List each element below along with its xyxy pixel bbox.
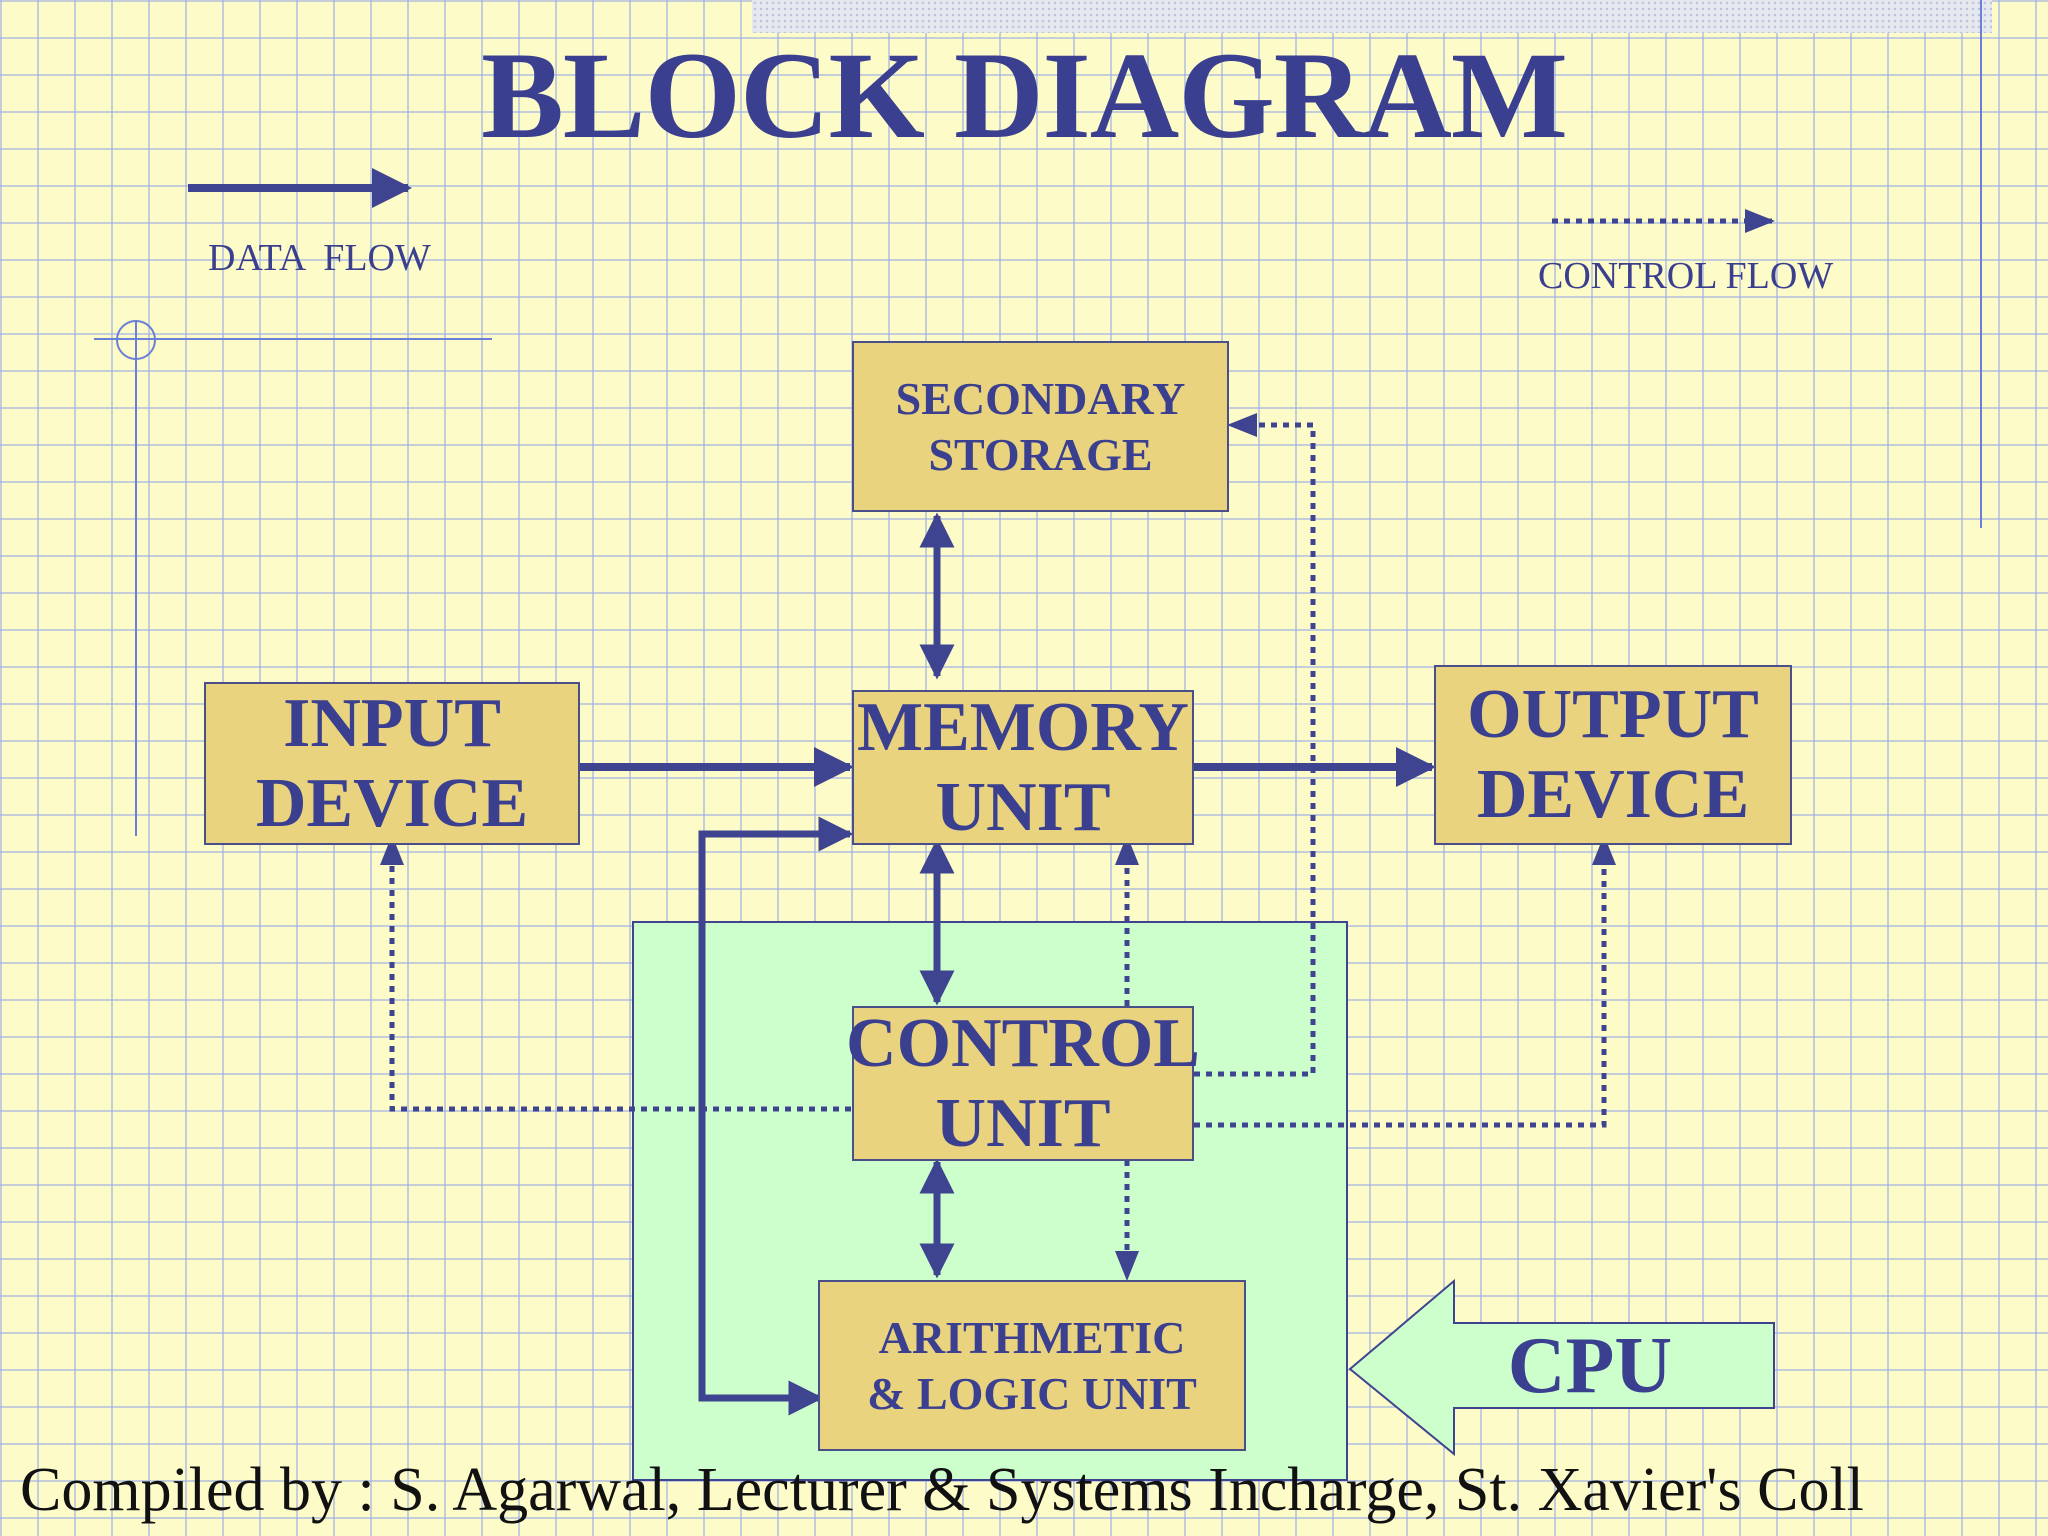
secondary-storage-label-line2: STORAGE [928,428,1153,480]
alu-block: ARITHMETIC & LOGIC UNIT [818,1280,1246,1451]
arrow-alu-memory-loop [698,816,854,1416]
alu-label-line1: ARITHMETIC [878,1311,1186,1363]
page-title: BLOCK DIAGRAM [481,27,1568,164]
footer-credit: Compiled by : S. Agarwal, Lecturer & Sys… [20,1456,1864,1524]
control-to-output-device [1194,835,1616,1128]
output-device-label-line2: DEVICE [1476,756,1750,833]
control-unit-block: CONTROL UNIT [846,1005,1200,1162]
data-flow-legend-label: DATA FLOW [208,237,431,279]
control-flow-legend-label: CONTROL FLOW [1538,255,1834,297]
memory-unit-label-line2: UNIT [935,768,1111,846]
output-device-block: OUTPUT DEVICE [1434,665,1792,845]
cpu-pointer-arrow [1348,1278,1775,1457]
control-to-input-device [380,835,851,1112]
memory-unit-label-line1: MEMORY [857,688,1189,766]
cpu-label: CPU [1507,1322,1673,1410]
guide-line-left-vertical [135,320,137,836]
crosshair-icon [116,320,156,360]
alu-label-line2: & LOGIC UNIT [867,1367,1197,1419]
header-texture [752,0,1992,33]
output-device-label-line1: OUTPUT [1467,676,1759,753]
input-device-label-line2: DEVICE [255,764,529,842]
control-to-secondary-storage [1194,413,1316,1077]
input-device-block: INPUT DEVICE [204,682,580,845]
guide-line-right-vertical [1980,0,1982,528]
control-unit-label-line1: CONTROL [846,1004,1200,1082]
input-device-label-line1: INPUT [283,684,501,762]
secondary-storage-block: SECONDARY STORAGE [852,341,1229,512]
guide-line-left-horizontal [94,338,492,340]
secondary-storage-label-line1: SECONDARY [895,372,1186,424]
control-unit-label-line2: UNIT [935,1084,1111,1162]
memory-unit-block: MEMORY UNIT [852,688,1194,846]
